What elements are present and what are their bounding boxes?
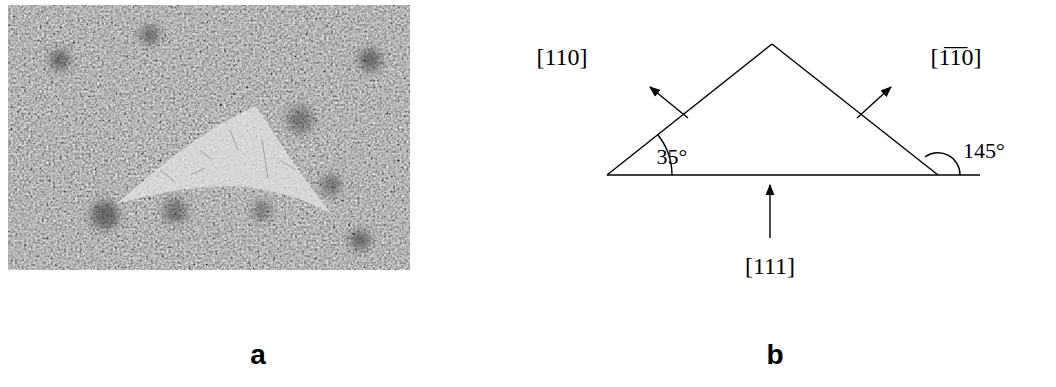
panel-label: b (766, 341, 783, 369)
direction-label: [111] (745, 254, 795, 278)
direction-label: [110] (536, 45, 587, 69)
panel-label: a (250, 341, 266, 369)
triangle-schematic (607, 44, 980, 238)
direction-label: [1̅1̅0] (930, 45, 981, 69)
angle-label: 35° (657, 146, 688, 168)
angle-label: 145° (963, 140, 1005, 162)
micrograph (8, 5, 410, 270)
